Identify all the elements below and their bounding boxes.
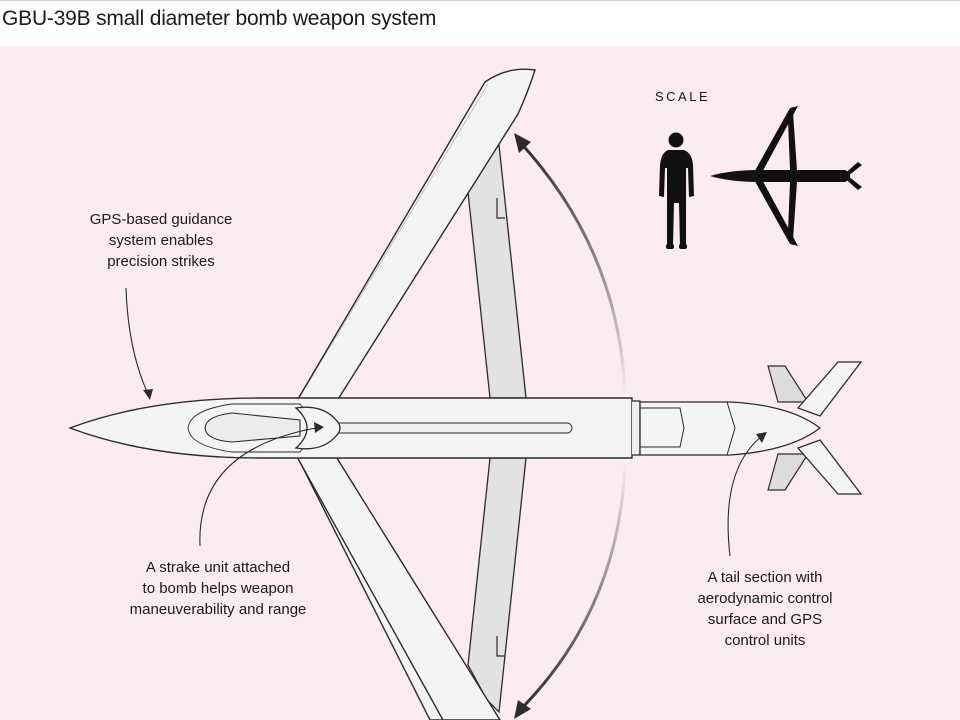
- tail-fins: [767, 361, 863, 495]
- diagram-canvas: SCALE GPS-based guidance system enables …: [0, 46, 960, 720]
- stowed-wing-upper: [467, 143, 527, 399]
- arrowhead-lower-icon: [514, 700, 531, 719]
- callout-strake: A strake unit attached to bomb helps wea…: [108, 557, 328, 620]
- callout-tail-line: control units: [724, 632, 806, 649]
- callout-guidance: GPS-based guidance system enables precis…: [62, 209, 260, 272]
- callout-guidance-line: precision strikes: [107, 253, 215, 270]
- callout-strake-line: to bomb helps weapon: [142, 580, 294, 597]
- strake-slot: [333, 422, 573, 434]
- callout-strake-line: maneuverability and range: [129, 601, 307, 618]
- bomb-body: [68, 397, 822, 459]
- callout-tail-line: aerodynamic control: [697, 590, 833, 607]
- arrowhead-upper-icon: [514, 133, 531, 153]
- stowed-wing-lower: [467, 457, 527, 714]
- person-silhouette-icon: [659, 132, 694, 249]
- callout-arrow-guidance: [125, 287, 153, 400]
- callout-tail-line: surface and GPS: [707, 611, 823, 628]
- callout-guidance-line: system enables: [108, 232, 214, 249]
- deployment-arc-upper: [516, 138, 627, 397]
- callout-guidance-line: GPS-based guidance: [89, 211, 233, 228]
- callout-arrow-tail: [727, 432, 767, 557]
- callout-strake-line: A strake unit attached: [145, 559, 291, 576]
- title-bar: GBU-39B small diameter bomb weapon syste…: [0, 0, 960, 46]
- callout-tail-line: A tail section with: [707, 569, 823, 586]
- page-title: GBU-39B small diameter bomb weapon syste…: [2, 7, 437, 30]
- bomb-diagram: [68, 68, 863, 720]
- callout-tail: A tail section with aerodynamic control …: [665, 567, 865, 651]
- deployed-wing-upper: [293, 68, 536, 405]
- bomb-silhouette-icon: [710, 106, 862, 246]
- callout-arrow-strake: [199, 422, 324, 547]
- scale-label: SCALE: [655, 89, 711, 104]
- deployment-arc-lower: [516, 461, 627, 714]
